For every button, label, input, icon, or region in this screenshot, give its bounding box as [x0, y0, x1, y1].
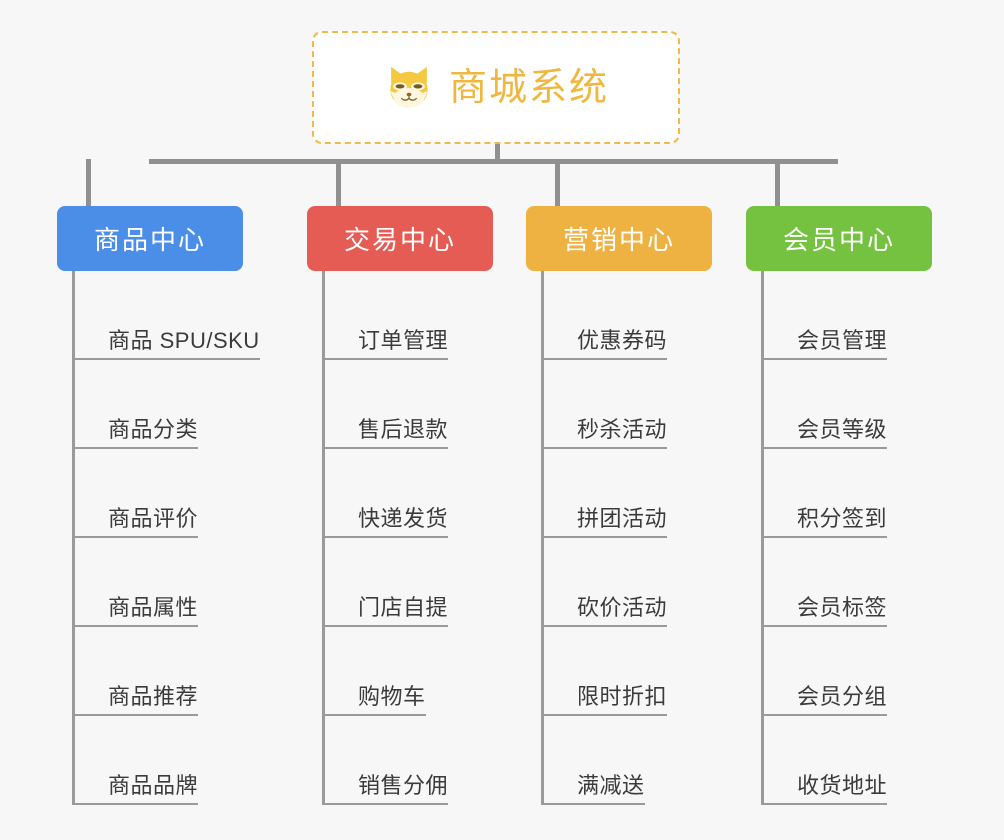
leaf-item[interactable]: 会员标签: [764, 538, 888, 627]
branch-spine: [761, 271, 764, 805]
branch-spine: [322, 271, 325, 805]
leaf-item[interactable]: 商品品牌: [75, 716, 199, 805]
leaf-item-label: 收货地址: [797, 773, 888, 799]
leaf-item-label: 会员管理: [797, 328, 888, 354]
leaf-item-label: 拼团活动: [577, 506, 668, 532]
leaf-item[interactable]: 商品推荐: [75, 627, 199, 716]
leaf-item[interactable]: 商品分类: [75, 360, 199, 449]
connector-root-stem: [495, 144, 500, 162]
branch-spine: [541, 271, 544, 805]
leaf-item-label: 商品 SPU/SKU: [108, 328, 260, 354]
leaf-item[interactable]: 快递发货: [325, 449, 449, 538]
leaf-item-label: 商品品牌: [108, 773, 199, 799]
leaf-item-label: 门店自提: [358, 595, 449, 621]
root-node-mall-system[interactable]: 商城系统: [312, 31, 680, 144]
leaf-item[interactable]: 收货地址: [764, 716, 888, 805]
leaf-item[interactable]: 砍价活动: [544, 538, 668, 627]
root-title: 商城系统: [448, 66, 609, 109]
leaf-item-label: 售后退款: [358, 417, 449, 443]
leaf-item[interactable]: 优惠券码: [544, 271, 668, 360]
connector-category-3: [555, 159, 560, 207]
leaf-item[interactable]: 商品属性: [75, 538, 199, 627]
leaf-item[interactable]: 销售分佣: [325, 716, 449, 805]
leaf-item[interactable]: 会员等级: [764, 360, 888, 449]
shiba-dog-icon: [383, 62, 435, 114]
leaf-item[interactable]: 秒杀活动: [544, 360, 668, 449]
leaf-item-label: 会员分组: [797, 684, 888, 710]
leaf-item[interactable]: 订单管理: [325, 271, 449, 360]
leaf-item[interactable]: 积分签到: [764, 449, 888, 538]
category-label: 营销中心: [562, 225, 675, 255]
leaf-item-label: 快递发货: [358, 506, 449, 532]
leaf-item-label: 限时折扣: [577, 684, 668, 710]
leaf-item-label: 会员等级: [797, 417, 888, 443]
connector-horizontal-bus: [149, 159, 838, 164]
leaf-item-label: 商品属性: [108, 595, 199, 621]
category-label: 会员中心: [782, 225, 895, 255]
leaf-item[interactable]: 限时折扣: [544, 627, 668, 716]
leaf-item-label: 砍价活动: [577, 595, 668, 621]
leaf-item[interactable]: 拼团活动: [544, 449, 668, 538]
connector-category-1: [86, 159, 91, 207]
leaf-item[interactable]: 商品 SPU/SKU: [75, 271, 260, 360]
category-box-3[interactable]: 营销中心: [526, 206, 712, 271]
category-box-4[interactable]: 会员中心: [746, 206, 932, 271]
connector-category-2: [336, 159, 341, 207]
leaf-item-label: 满减送: [577, 773, 645, 799]
leaf-item-label: 购物车: [358, 684, 426, 710]
leaf-item-label: 秒杀活动: [577, 417, 668, 443]
category-label: 交易中心: [343, 225, 456, 255]
leaf-item[interactable]: 会员管理: [764, 271, 888, 360]
branch-spine: [72, 271, 75, 805]
leaf-item[interactable]: 满减送: [544, 716, 645, 805]
leaf-item[interactable]: 购物车: [325, 627, 426, 716]
leaf-item[interactable]: 售后退款: [325, 360, 449, 449]
leaf-item-label: 会员标签: [797, 595, 888, 621]
leaf-item-label: 销售分佣: [358, 773, 449, 799]
leaf-item-label: 商品评价: [108, 506, 199, 532]
leaf-item[interactable]: 门店自提: [325, 538, 449, 627]
category-box-2[interactable]: 交易中心: [307, 206, 493, 271]
category-box-1[interactable]: 商品中心: [57, 206, 243, 271]
leaf-item-label: 积分签到: [797, 506, 888, 532]
leaf-item-label: 商品推荐: [108, 684, 199, 710]
category-label: 商品中心: [93, 225, 206, 255]
leaf-item-label: 优惠券码: [577, 328, 668, 354]
connector-category-4: [775, 159, 780, 207]
leaf-item-label: 订单管理: [358, 328, 449, 354]
leaf-item[interactable]: 会员分组: [764, 627, 888, 716]
leaf-item-label: 商品分类: [108, 417, 199, 443]
leaf-item[interactable]: 商品评价: [75, 449, 199, 538]
